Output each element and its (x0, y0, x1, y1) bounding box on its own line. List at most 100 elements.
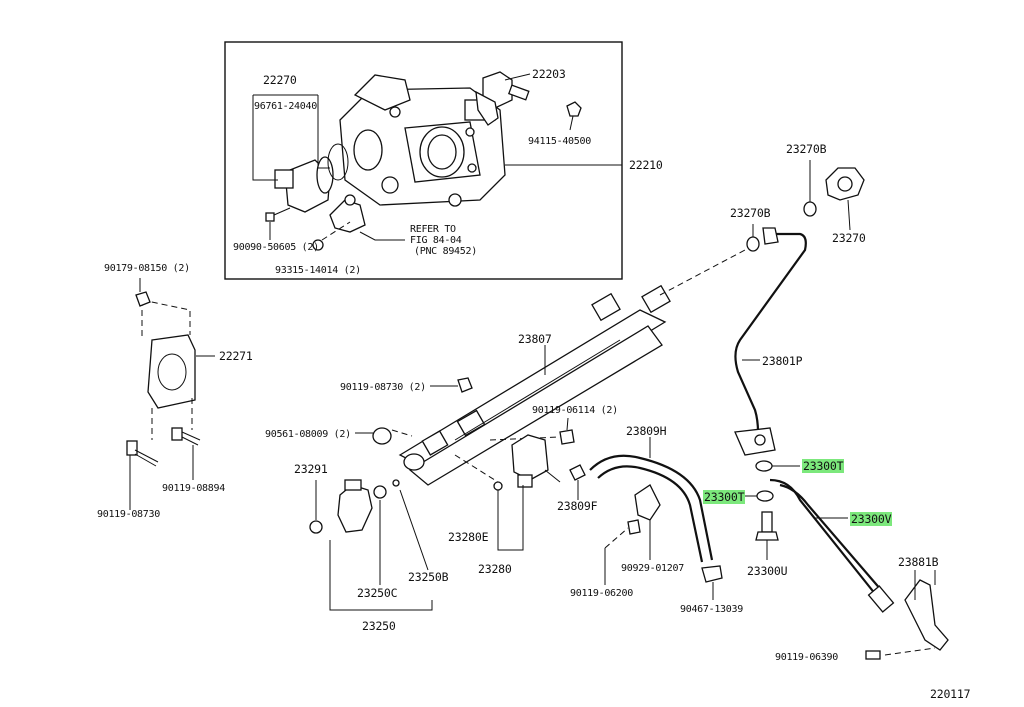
leader-90119-06114 (566, 417, 569, 431)
grommet-23291 (309, 520, 323, 534)
leader-22270 (252, 95, 278, 181)
gasket-22271-hole (157, 353, 187, 391)
pulsation-damper-23270 (825, 167, 865, 201)
label-23807: 23807 (518, 332, 552, 346)
dash-23280e (454, 454, 499, 483)
label-23250b: 23250B (408, 570, 449, 584)
leader-refer (359, 231, 405, 241)
o-ring-23250c (373, 485, 387, 499)
leader-22203 (504, 73, 531, 81)
nut-90179 (135, 291, 151, 307)
leader-23280 (497, 485, 524, 551)
label-23300u: 23300U (747, 564, 788, 578)
label-23270b-top: 23270B (786, 142, 827, 156)
dash-22271-right (141, 299, 191, 335)
leader-23250 (329, 540, 433, 611)
fuel-pipe-union-fitting (734, 427, 776, 456)
label-refer-line1: REFER TO (410, 224, 456, 235)
gasket-23300t-b (756, 490, 774, 502)
label-23270: 23270 (832, 231, 866, 245)
fuel-injector-23250 (337, 479, 373, 533)
fuel-hose-23809h-inner (597, 465, 704, 563)
label-22271: 22271 (219, 349, 253, 363)
highlight-23300v: 23300V (850, 512, 893, 526)
fuel-pipe-fitting-top (762, 227, 779, 245)
fuel-pressure-regulator-23280 (511, 434, 561, 488)
label-96761-24040: 96761-24040 (254, 101, 317, 112)
washer-93315 (312, 239, 324, 251)
label-90090-50605: 90090-50605 (2) (233, 242, 319, 253)
clip-23809f (569, 464, 586, 481)
spacer-90561 (372, 427, 392, 445)
leader-90119-06390 (884, 647, 936, 656)
label-23270b-mid: 23270B (730, 206, 771, 220)
bracket-23881b (904, 570, 949, 651)
throttle-cable-connector (329, 194, 366, 233)
label-93315-14014: 93315-14014 (2) (275, 265, 361, 276)
label-23300t-b: 23300T (703, 490, 746, 504)
label-23250: 23250 (362, 619, 396, 633)
label-22203: 22203 (532, 67, 566, 81)
bolt-90119-06390 (865, 650, 881, 660)
label-23809f: 23809F (557, 499, 598, 513)
label-23250c: 23250C (357, 586, 398, 600)
gasket-23270b-top (803, 201, 817, 217)
diagram-id: 220117 (930, 687, 971, 701)
label-90119-08730: 90119-08730 (97, 509, 160, 520)
leader-90561-dash (391, 429, 413, 437)
fuel-pipe-23801p (734, 232, 807, 433)
label-90119-06200: 90119-06200 (570, 588, 633, 599)
stud-90119-08730 (126, 440, 159, 467)
highlight-23300t-b: 23300T (703, 490, 746, 504)
fuel-hose-23809h (589, 454, 714, 561)
throttle-body (339, 74, 506, 207)
leader-93315 (321, 221, 351, 241)
fuel-rail-dashed-link (659, 249, 746, 296)
gasket-23300t-a (755, 460, 773, 472)
label-23300v: 23300V (850, 512, 893, 526)
throttle-body-inset-frame (224, 41, 623, 280)
o-ring-23280e (493, 481, 503, 491)
leader-23270 (847, 199, 851, 231)
throttle-position-sensor (274, 143, 349, 213)
nut-94115 (566, 101, 582, 117)
label-23280e: 23280E (448, 530, 489, 544)
fuel-rail-23807 (398, 284, 671, 486)
union-bolt-23300u (755, 511, 779, 541)
label-90561-08009: 90561-08009 (2) (265, 429, 351, 440)
label-23801p: 23801P (762, 354, 803, 368)
bolt-90119-06200 (627, 519, 641, 535)
fuel-hose-23300v-outer (779, 483, 889, 599)
o-ring-23250b (392, 479, 400, 487)
gasket-23270b-mid (746, 236, 760, 252)
label-90119-06114: 90119-06114 (2) (532, 405, 618, 416)
label-90119-08894: 90119-08894 (162, 483, 225, 494)
leader-23250b (399, 489, 429, 571)
label-refer-line2: FIG 84-04 (410, 235, 462, 246)
label-90119-08730-2: 90119-08730 (2) (340, 382, 426, 393)
gasket-22271 (147, 334, 196, 409)
bolt-90119-06114 (559, 429, 575, 445)
label-22270: 22270 (263, 73, 297, 87)
label-23809h: 23809H (626, 424, 667, 438)
fuel-hose-end (867, 585, 895, 613)
label-90929-01207: 90929-01207 (621, 563, 684, 574)
bolt-90119-08894 (171, 427, 201, 446)
label-23280: 23280 (478, 562, 512, 576)
leader-94115 (569, 115, 574, 131)
label-90467-13039: 90467-13039 (680, 604, 743, 615)
label-23881b: 23881B (898, 555, 939, 569)
label-refer-line3: (PNC 89452) (414, 246, 477, 257)
label-23291: 23291 (294, 462, 328, 476)
label-94115-40500: 94115-40500 (528, 136, 591, 147)
label-22210: 22210 (629, 158, 663, 172)
highlight-23300t-a: 23300T (802, 459, 845, 473)
clamp-90467 (701, 565, 723, 583)
fuel-hose-23300v (769, 478, 881, 601)
label-23300t-a: 23300T (802, 459, 845, 473)
bolt-90119-08730-a (457, 377, 473, 393)
screw-90090 (265, 207, 291, 222)
bracket-90929 (634, 484, 661, 521)
